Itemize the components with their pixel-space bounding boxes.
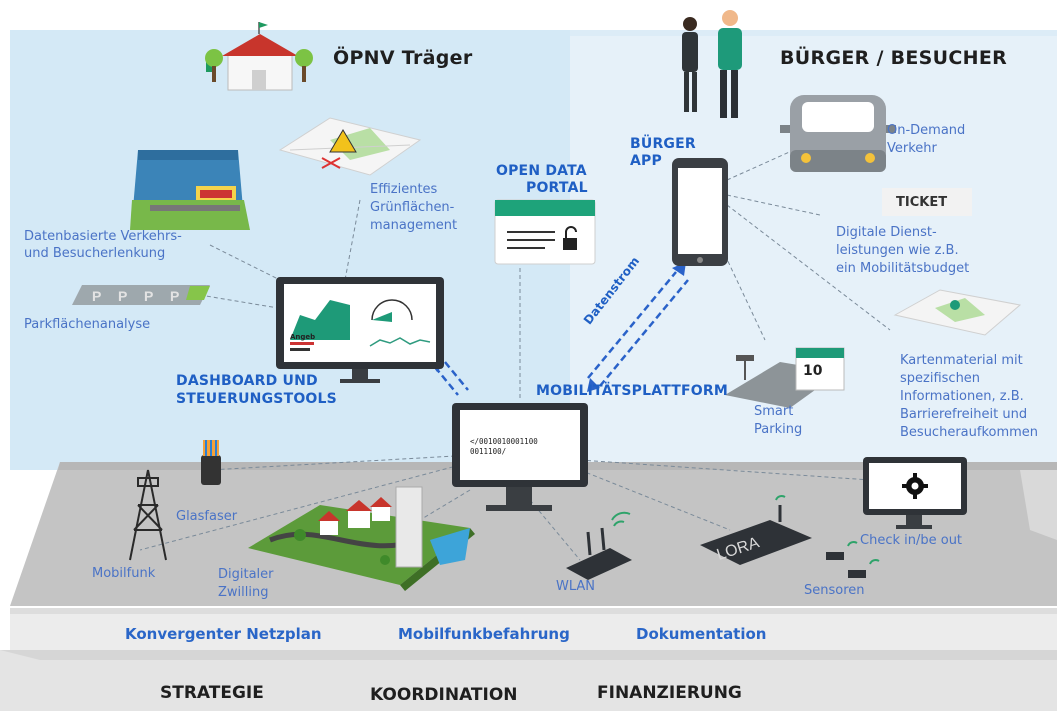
router-icon <box>566 511 632 580</box>
layer-bottom <box>0 650 1057 711</box>
zwilling-label-2: Zwilling <box>218 585 269 600</box>
buerger-app-title-2: APP <box>630 153 662 169</box>
doku-label: Dokumentation <box>636 625 767 643</box>
svg-text:P: P <box>92 288 101 304</box>
wlan-label: WLAN <box>556 579 596 594</box>
dienst-label-3: ein Mobilitätsbudget <box>836 261 970 276</box>
sensoren-label: Sensoren <box>804 583 865 598</box>
zwilling-label-1: Digitaler <box>218 567 274 582</box>
open-data-title-2: PORTAL <box>526 180 588 196</box>
buerger-top-strip <box>570 30 1057 36</box>
plattform-title: MOBILITÄTSPLATTFORM <box>536 383 729 399</box>
ticket-label: TICKET <box>896 195 948 210</box>
strategie-label: STRATEGIE <box>160 683 264 703</box>
karten-label-1: Kartenmaterial mit <box>900 353 1023 368</box>
svg-text:P: P <box>118 288 127 304</box>
gear-icon <box>902 473 928 499</box>
dienst-label-2: leistungen wie z.B. <box>836 243 959 258</box>
dienst-label-1: Digitale Dienst- <box>836 225 937 240</box>
karten-label-2: spezifischen <box>900 371 981 386</box>
dashboard-angeb-label: Angeb <box>290 333 316 341</box>
buerger-panel <box>570 30 1057 470</box>
datenstrom-arrows <box>434 271 689 396</box>
building-icon <box>205 22 313 91</box>
ondemand-label-1: On-Demand <box>887 123 966 138</box>
park-label: Parkflächenanalyse <box>24 317 151 332</box>
smart-parking-label-2: Parking <box>754 422 803 437</box>
dashboard-title-1: DASHBOARD UND <box>176 373 318 389</box>
smartphone <box>672 158 728 266</box>
open-data-title-1: OPEN DATA <box>496 163 587 179</box>
ticket-box <box>882 188 972 216</box>
glasfaser-icon <box>201 440 221 485</box>
karten-label-3: Informationen, z.B. <box>900 389 1024 404</box>
verkehr-label-2: und Besucherlenkung <box>24 246 166 261</box>
gruen-label-2: Grünflächen- <box>370 200 455 215</box>
finanzierung-label: FINANZIERUNG <box>597 683 742 703</box>
verkehr-label-1: Datenbasierte Verkehrs- <box>24 229 182 244</box>
oepnv-heading: ÖPNV Träger <box>333 47 473 69</box>
buerger-app-title-1: BÜRGER <box>630 136 696 152</box>
dashboard-title-2: STEUERUNGSTOOLS <box>176 391 337 407</box>
svg-text:P: P <box>170 288 179 304</box>
code-line-2: 0011100/ <box>470 447 507 456</box>
layer-bottom-edge <box>0 650 1057 660</box>
car-icon <box>780 95 896 172</box>
map-icon <box>278 117 422 176</box>
ondemand-label-2: Verkehr <box>887 141 937 156</box>
gruen-label-3: management <box>370 218 458 233</box>
karten-label-5: Besucheraufkommen <box>900 425 1039 440</box>
open-data-portal-card <box>494 199 596 265</box>
platform-monitor <box>452 403 588 511</box>
befahrung-label: Mobilfunkbefahrung <box>398 625 570 643</box>
checkin-label: Check in/be out <box>860 533 963 548</box>
netzplan-label: Konvergenter Netzplan <box>125 625 322 643</box>
lora-icon <box>700 494 880 578</box>
karten-label-4: Barrierefreiheit und <box>900 407 1028 422</box>
arrow-head-down <box>587 378 600 392</box>
parking-strip-icon <box>72 285 210 305</box>
dashboard-monitor <box>276 277 444 383</box>
mobile-tower-icon <box>129 469 167 561</box>
smart-parking-icon <box>725 347 845 408</box>
gruen-label-1: Effizientes <box>370 182 438 197</box>
map-right-icon <box>893 289 1022 336</box>
traffic-screen-icon <box>130 150 250 230</box>
digital-twin-icon <box>248 486 475 591</box>
parking-calendar-day: 10 <box>803 363 823 379</box>
people-icon <box>682 10 742 118</box>
parking-strip-letters: P P P P <box>92 288 179 304</box>
mobilfunk-label: Mobilfunk <box>92 566 156 581</box>
svg-text:P: P <box>144 288 153 304</box>
buerger-heading: BÜRGER / BESUCHER <box>780 47 1008 69</box>
koordination-label: KOORDINATION <box>370 685 518 705</box>
layer-middle-edge <box>10 608 1057 614</box>
code-line-1: </0010010001100 <box>470 437 538 446</box>
layer-top <box>10 462 1057 606</box>
layer-middle <box>10 608 1057 650</box>
smart-parking-label-1: Smart <box>754 404 794 419</box>
layer-top-right-step <box>1020 470 1057 540</box>
glasfaser-label: Glasfaser <box>176 509 238 524</box>
